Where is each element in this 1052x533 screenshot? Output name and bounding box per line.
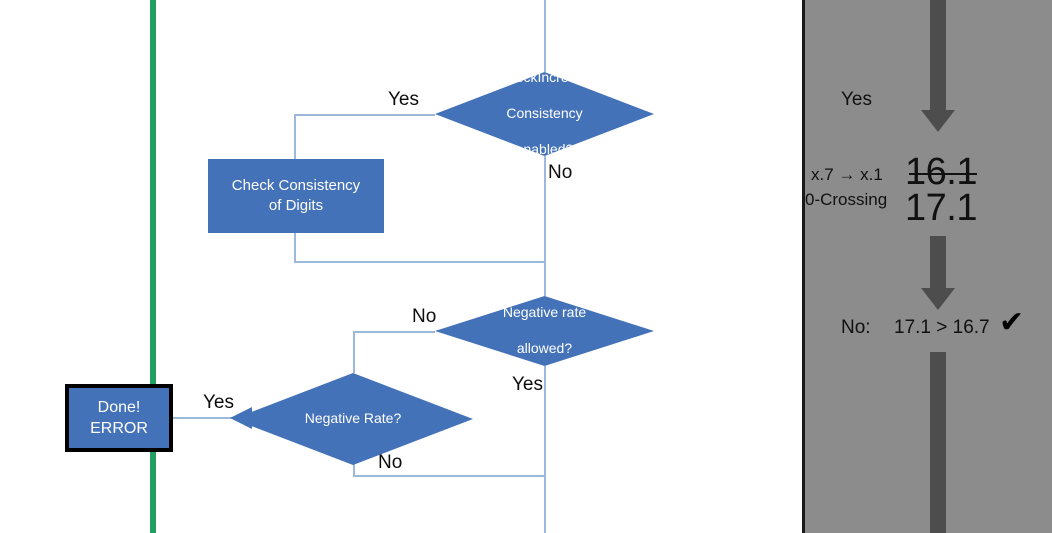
decision-check-increase-consistency-label: CheckIncrease Consistency enabled? <box>486 72 603 156</box>
panel-comparison: 17.1 > 16.7 <box>894 317 990 338</box>
connector-neg-rate-no-horizontal <box>353 475 545 477</box>
edge-label-done-error-yes: Yes <box>203 392 234 413</box>
connector-neg-allowed-no-horizontal <box>353 331 435 333</box>
panel-crossing-label: 0-Crossing <box>805 190 888 209</box>
panel-yes-label: Yes <box>841 89 872 110</box>
panel-no-label: No: <box>841 317 871 338</box>
decision-negative-rate[interactable]: Negative Rate? <box>233 373 473 465</box>
terminator-done-error[interactable]: Done! ERROR <box>65 384 173 452</box>
connector-check-increase-yes-vertical <box>294 114 296 159</box>
process-check-consistency-label: Check Consistency of Digits <box>232 176 360 216</box>
connector-process-exit-vertical <box>294 233 296 262</box>
process-check-consistency-of-digits[interactable]: Check Consistency of Digits <box>208 159 384 233</box>
panel-arrow-top-shaft <box>930 0 946 110</box>
decision-label-line-2: Consistency <box>506 105 583 122</box>
decision-negative-rate-allowed[interactable]: Negative rate allowed? <box>435 296 654 366</box>
panel-arrow-top-head <box>921 110 955 132</box>
connector-process-exit-horizontal <box>294 261 545 263</box>
panel-arrow-middle-shaft <box>930 236 946 289</box>
green-guide-line <box>150 0 156 533</box>
connector-check-increase-no <box>544 156 546 296</box>
check-icon: ✔ <box>999 306 1025 339</box>
panel-arrow-middle-head <box>921 288 955 310</box>
panel-arrow-bottom-shaft <box>930 352 946 533</box>
terminator-label-line-1: Done! <box>97 398 141 416</box>
panel-value-struck: 16.1 <box>905 151 977 193</box>
connector-neg-rate-no-vertical <box>353 455 355 476</box>
edge-label-check-increase-no: No <box>548 162 573 183</box>
panel-transition-label: x.7 → x.1 <box>811 165 883 184</box>
decision-label-line-2: allowed? <box>516 339 573 356</box>
decision-negative-rate-allowed-label: Negative rate allowed? <box>491 304 598 358</box>
connector-top-entry <box>544 0 546 72</box>
edge-label-negative-rate-no: No <box>378 452 403 473</box>
connector-check-increase-yes-horizontal <box>294 114 435 116</box>
edge-label-negative-rate-allowed-yes: Yes <box>512 374 543 395</box>
terminator-done-error-label: Done! ERROR <box>90 397 148 439</box>
edge-label-negative-rate-allowed-no: No <box>412 306 437 327</box>
decision-negative-rate-label: Negative Rate? <box>304 410 402 427</box>
decision-check-increase-consistency[interactable]: CheckIncrease Consistency enabled? <box>435 72 654 156</box>
edge-label-check-increase-yes: Yes <box>388 89 419 110</box>
connector-neg-rate-yes-horizontal <box>172 417 252 419</box>
process-label-line-1: Check Consistency <box>231 177 361 195</box>
terminator-label-line-2: ERROR <box>90 420 148 437</box>
connector-bottom-exit <box>544 475 546 533</box>
panel-value-current: 17.1 <box>905 187 977 229</box>
annotation-panel: Yes x.7 → x.1 0-Crossing 16.1 17.1 No: 1… <box>802 0 1052 533</box>
panel-value-struck-line <box>909 173 977 175</box>
connector-neg-allowed-yes <box>544 366 546 476</box>
decision-label-line-1: Negative rate <box>502 304 587 321</box>
connector-neg-allowed-no-vertical <box>353 331 355 373</box>
process-label-line-2: of Digits <box>268 197 324 214</box>
